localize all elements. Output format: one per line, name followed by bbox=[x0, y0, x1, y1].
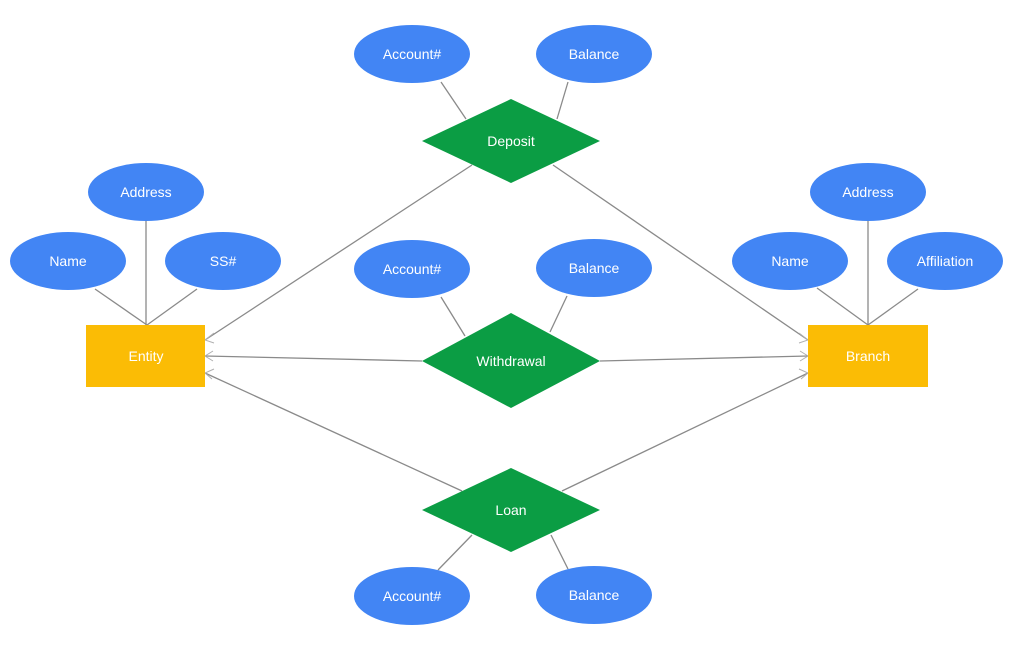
entity-label: Entity bbox=[128, 348, 163, 364]
attribute-label: Address bbox=[842, 184, 893, 200]
relationship-diamond bbox=[422, 468, 600, 552]
attribute-ellipse bbox=[165, 232, 281, 290]
connector-withdrawal-balance bbox=[549, 295, 568, 333]
connector-withdrawal-entity bbox=[204, 355, 423, 362]
crow-foot-mark bbox=[798, 368, 809, 380]
attribute-label: Account# bbox=[383, 261, 442, 277]
attribute-ellipse bbox=[536, 566, 652, 624]
connectors bbox=[94, 81, 919, 571]
attribute-label: Balance bbox=[569, 587, 620, 603]
attribute-ellipse bbox=[536, 25, 652, 83]
attribute-label: Account# bbox=[383, 46, 442, 62]
attribute-ellipse bbox=[354, 240, 470, 298]
attribute-branch-affiliation[interactable]: Affiliation bbox=[887, 232, 1003, 290]
attribute-label: Account# bbox=[383, 588, 442, 604]
attribute-entity-address[interactable]: Address bbox=[88, 163, 204, 221]
attribute-label: Name bbox=[49, 253, 87, 269]
entity-entity[interactable]: Entity bbox=[86, 325, 205, 387]
connector-loan-entity bbox=[204, 372, 463, 492]
connector-withdrawal-account bbox=[440, 296, 466, 337]
relationship-label: Deposit bbox=[487, 133, 535, 149]
relationship-diamond bbox=[422, 99, 600, 183]
attribute-label: Name bbox=[771, 253, 809, 269]
entity-box bbox=[86, 325, 205, 387]
attribute-label: Address bbox=[120, 184, 171, 200]
attribute-withdrawal-balance[interactable]: Balance bbox=[536, 239, 652, 297]
relationship-label: Withdrawal bbox=[476, 353, 545, 369]
attribute-ellipse bbox=[354, 25, 470, 83]
attribute-loan-account[interactable]: Account# bbox=[354, 567, 470, 625]
entity-label: Branch bbox=[846, 348, 890, 364]
attribute-ellipse bbox=[10, 232, 126, 290]
attribute-label: Balance bbox=[569, 260, 620, 276]
crow-foot-mark bbox=[203, 332, 215, 344]
relationship-deposit[interactable]: Deposit bbox=[422, 99, 600, 183]
attribute-deposit-balance[interactable]: Balance bbox=[536, 25, 652, 83]
crow-foot-mark bbox=[798, 332, 810, 344]
attribute-label: Balance bbox=[569, 46, 620, 62]
attribute-ellipse bbox=[887, 232, 1003, 290]
attribute-label: Affiliation bbox=[917, 253, 974, 269]
connector-loan-branch bbox=[561, 372, 809, 492]
entity-box bbox=[808, 325, 928, 387]
attribute-branch-address[interactable]: Address bbox=[810, 163, 926, 221]
attribute-ellipse bbox=[732, 232, 848, 290]
connector-withdrawal-branch bbox=[599, 355, 809, 362]
attribute-branch-name[interactable]: Name bbox=[732, 232, 848, 290]
attribute-withdrawal-account[interactable]: Account# bbox=[354, 240, 470, 298]
attribute-ellipse bbox=[354, 567, 470, 625]
connector-deposit-balance bbox=[556, 81, 569, 120]
attribute-ellipse bbox=[536, 239, 652, 297]
relationship-loan[interactable]: Loan bbox=[422, 468, 600, 552]
attribute-ellipse bbox=[88, 163, 204, 221]
connector-deposit-branch bbox=[552, 164, 809, 341]
connector-branch-affiliation bbox=[867, 288, 919, 326]
relationship-diamond bbox=[422, 313, 600, 408]
connector-deposit-entity bbox=[204, 164, 473, 341]
connector-deposit-account bbox=[440, 81, 467, 120]
relationship-withdrawal[interactable]: Withdrawal bbox=[422, 313, 600, 408]
connector-loan-account bbox=[437, 534, 473, 571]
relationship-label: Loan bbox=[495, 502, 526, 518]
connector-branch-name bbox=[816, 287, 869, 326]
attribute-ellipse bbox=[810, 163, 926, 221]
connector-entity-ssn bbox=[146, 288, 198, 326]
connector-entity-name bbox=[94, 288, 148, 326]
attribute-label: SS# bbox=[210, 253, 237, 269]
attribute-loan-balance[interactable]: Balance bbox=[536, 566, 652, 624]
entity-branch[interactable]: Branch bbox=[808, 325, 928, 387]
attribute-entity-name[interactable]: Name bbox=[10, 232, 126, 290]
attribute-deposit-account[interactable]: Account# bbox=[354, 25, 470, 83]
connector-loan-balance bbox=[550, 534, 569, 570]
attribute-entity-ssn[interactable]: SS# bbox=[165, 232, 281, 290]
crow-foot-mark bbox=[204, 368, 215, 380]
